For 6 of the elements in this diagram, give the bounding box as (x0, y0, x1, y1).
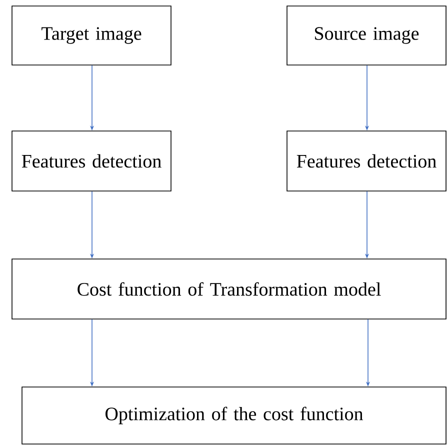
process-box: Cost function of Transformation model (12, 258, 446, 320)
process-box: Optimization of the cost function (22, 386, 446, 444)
process-box: Target image (12, 6, 172, 66)
process-box: Features detection (286, 130, 446, 192)
process-box: Source image (286, 6, 446, 66)
process-box: Features detection (12, 130, 172, 192)
